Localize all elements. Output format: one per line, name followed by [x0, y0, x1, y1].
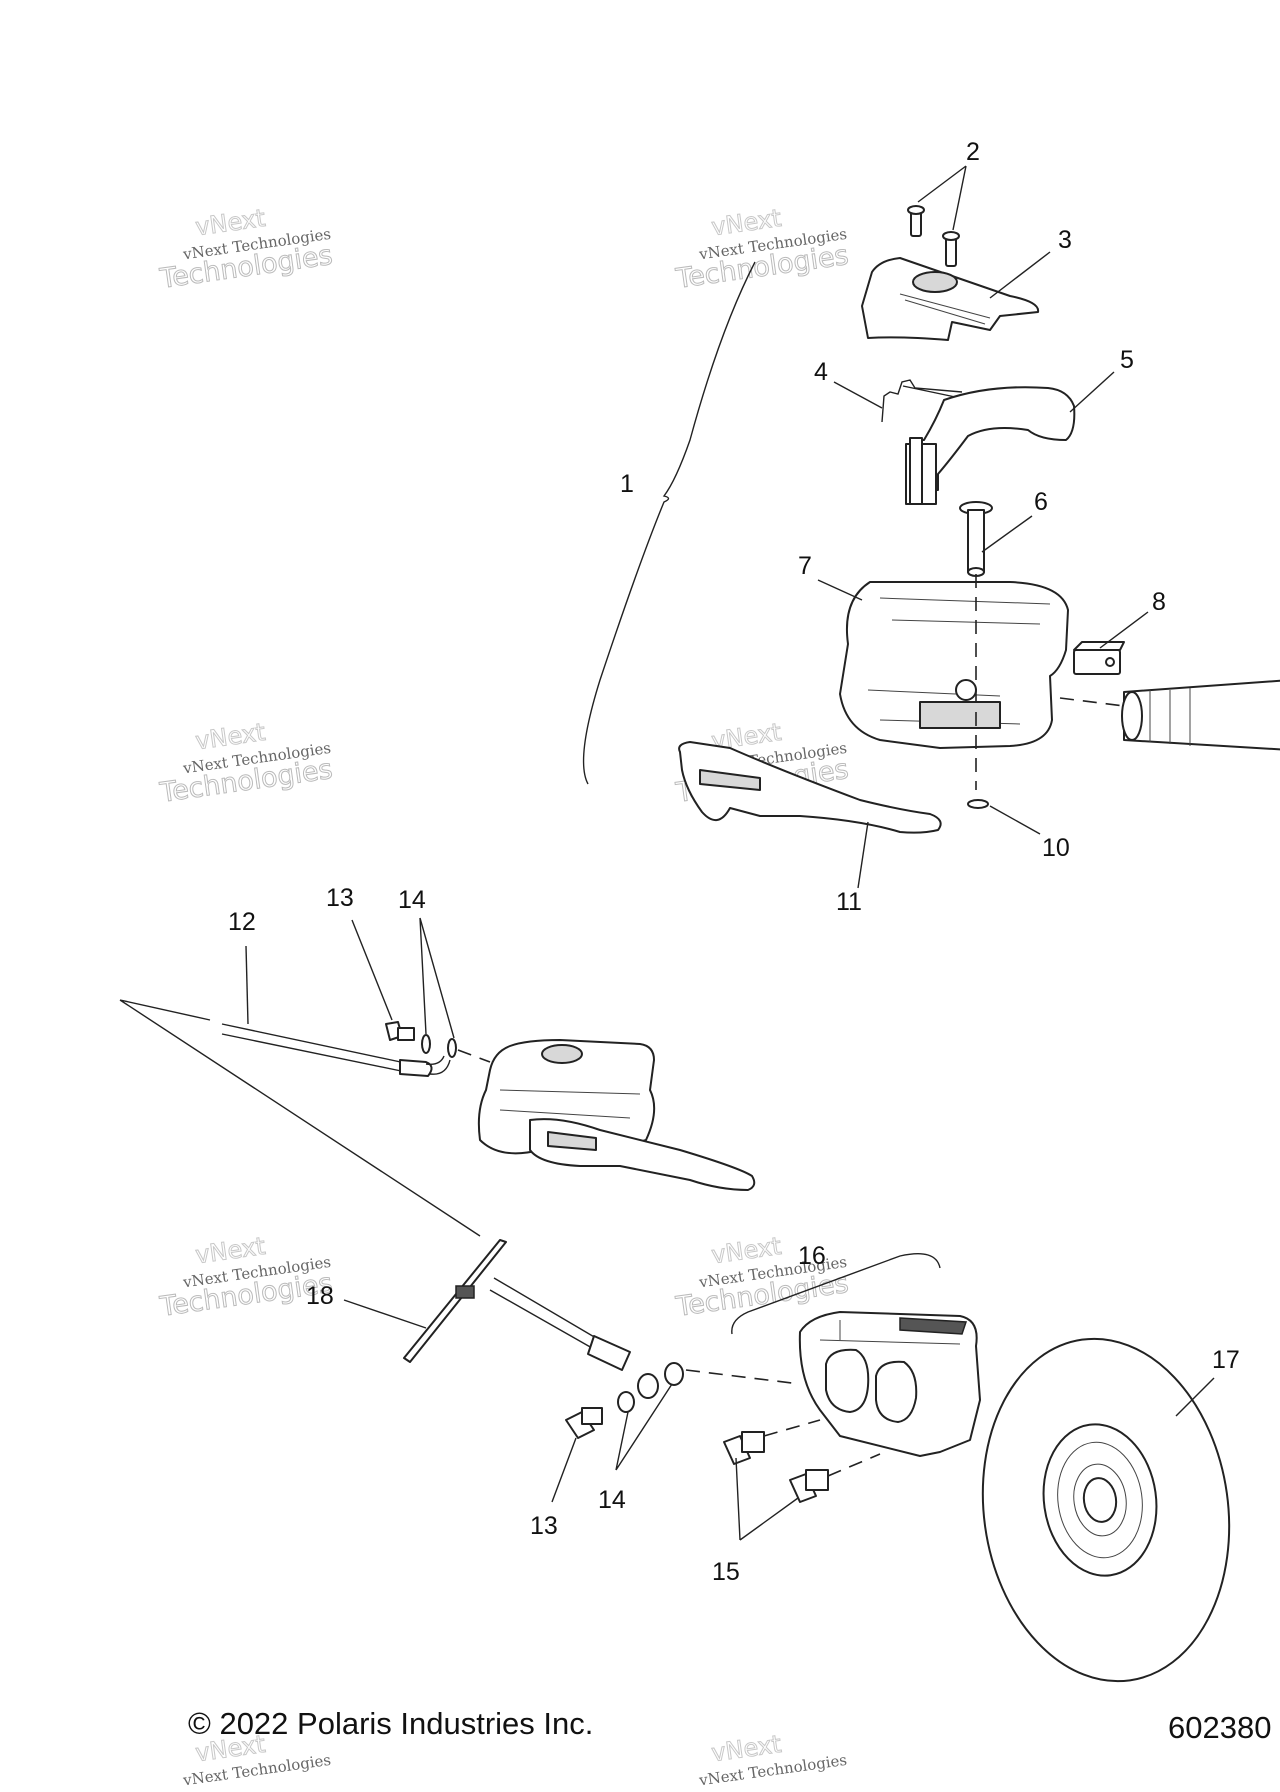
part-13-banjo-bolt — [565, 1407, 603, 1439]
part-11-brake-lever — [678, 741, 942, 834]
handlebar-grip — [1121, 679, 1280, 751]
part-8-switch — [1073, 641, 1125, 675]
callout-label-12: 12 — [228, 908, 256, 936]
caliper-axis-dash — [685, 1369, 801, 1385]
callout-label-13-lower: 13 — [530, 1512, 558, 1540]
assembly-1-bracket — [582, 261, 756, 785]
part-2-screws — [907, 205, 960, 267]
lower-brake-line — [489, 1277, 597, 1349]
part-6-pin — [959, 501, 993, 577]
diagram-number: 602380 — [1168, 1710, 1271, 1745]
master-cylinder-assembly — [477, 1039, 756, 1191]
callout-label-2: 2 — [966, 138, 980, 166]
part-14-washer — [637, 1373, 659, 1399]
part-4-spring — [881, 379, 963, 423]
callout-labels: 1 2 3 4 5 6 7 8 10 11 12 13 14 16 18 17 … — [228, 138, 1240, 1586]
callout-label-16: 16 — [798, 1242, 826, 1270]
callout-label-5: 5 — [1120, 346, 1134, 374]
callout-label-6: 6 — [1034, 488, 1048, 516]
hose-axis-dash — [457, 1049, 491, 1063]
part-14-washer — [421, 1034, 431, 1054]
part-17-brake-disc — [981, 1337, 1231, 1683]
part-18-bracket — [403, 1239, 507, 1363]
callout-label-11: 11 — [836, 888, 862, 916]
part-14-washer — [447, 1038, 457, 1058]
callout-label-7: 7 — [798, 552, 812, 580]
leader-lines — [245, 165, 1215, 1541]
part-13-banjo-bolt — [385, 1021, 415, 1041]
callout-label-17: 17 — [1212, 1346, 1240, 1374]
callout-label-3: 3 — [1058, 226, 1072, 254]
grip-axis-dash — [1059, 697, 1125, 707]
watermark: vNext vNext Technologies Technologies — [673, 203, 851, 295]
callout-label-14-lower: 14 — [598, 1486, 626, 1514]
part-12-brake-hose — [221, 1023, 451, 1077]
part-15-bolts — [723, 1431, 829, 1503]
part-10-clip — [967, 799, 989, 809]
callout-label-13-upper: 13 — [326, 884, 354, 912]
part-16-caliper — [798, 1311, 981, 1457]
callout-label-8: 8 — [1152, 588, 1166, 616]
part-14-washer — [617, 1391, 635, 1413]
watermark: vNext vNext Technologies Technologies — [157, 203, 335, 295]
part-14-washer — [664, 1362, 684, 1386]
callout-label-15: 15 — [712, 1558, 740, 1586]
assembly-16-bracket — [731, 1253, 941, 1335]
part-7-housing — [839, 581, 1069, 749]
watermark: vNext vNext Technologies Technologies — [157, 717, 335, 809]
callout-label-18: 18 — [306, 1282, 334, 1310]
callout-label-4: 4 — [814, 358, 828, 386]
callout-label-1: 1 — [620, 470, 634, 498]
callout-label-14-upper: 14 — [398, 886, 426, 914]
watermark: vNext vNext Technologies — [697, 1729, 848, 1789]
bolt-axis-dash — [763, 1419, 881, 1477]
leader-hose-route — [119, 999, 481, 1237]
copyright-notice: © 2022 Polaris Industries Inc. — [188, 1706, 593, 1741]
callout-label-10: 10 — [1042, 834, 1070, 862]
part-3-reservoir-cover — [861, 257, 1040, 341]
watermark-group: vNext vNext Technologies Technologies vN… — [157, 203, 851, 1789]
part-5-lever — [905, 386, 1076, 505]
lower-hose-fitting — [587, 1335, 631, 1371]
